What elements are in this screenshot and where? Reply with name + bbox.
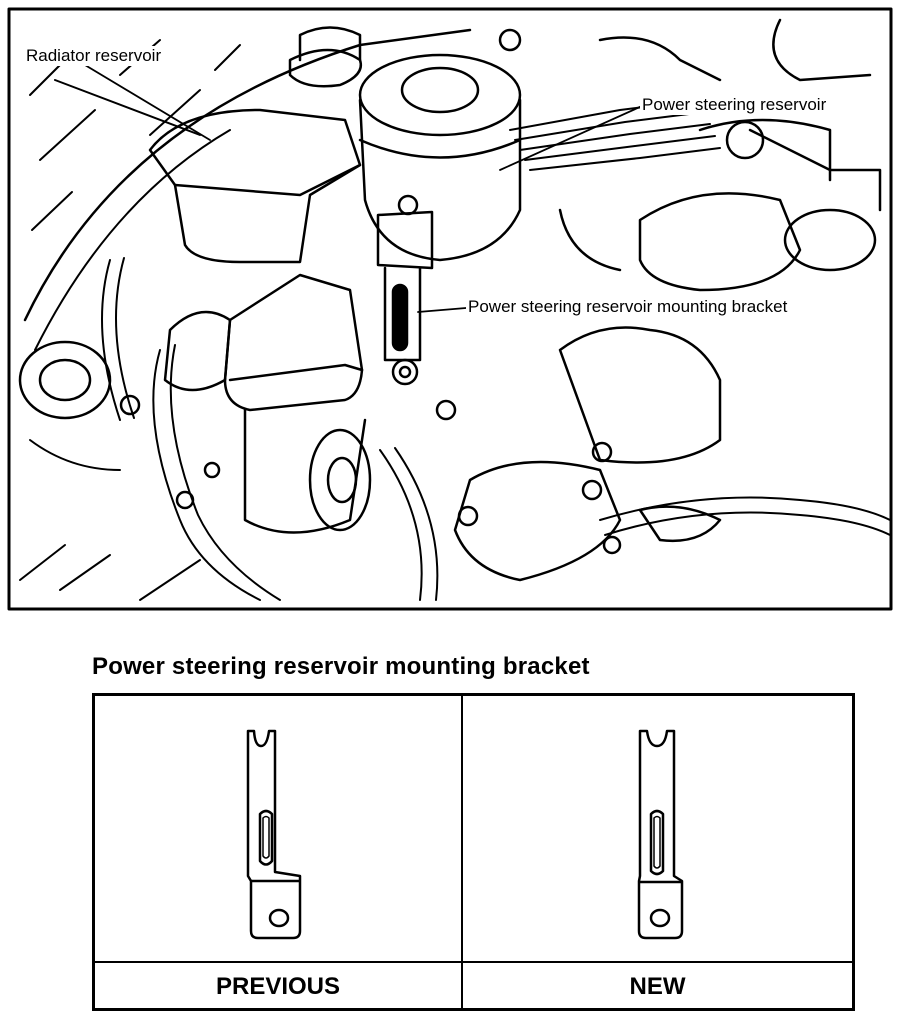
engine-bay-illustration <box>7 7 893 611</box>
new-bracket-drawing <box>637 729 684 940</box>
previous-bracket-cell <box>95 696 463 961</box>
figure-frame <box>7 7 893 611</box>
hood-edge <box>23 28 472 322</box>
callout-radiator-reservoir: Radiator reservoir <box>24 46 164 66</box>
engine-block <box>435 18 882 582</box>
new-caption: NEW <box>629 973 686 1000</box>
left-parts <box>18 310 232 510</box>
radiator-reservoir-shape <box>148 26 363 264</box>
previous-bracket-drawing <box>246 729 302 940</box>
engine-component <box>223 273 372 534</box>
new-bracket-cell <box>463 696 852 961</box>
comparison-title: Power steering reservoir mounting bracke… <box>92 653 590 680</box>
hoses <box>29 99 891 601</box>
comparison-table: PREVIOUS NEW <box>92 693 855 1011</box>
power-steering-reservoir-shape <box>358 53 522 262</box>
previous-caption: PREVIOUS <box>95 963 463 1010</box>
callout-power-steering-reservoir: Power steering reservoir <box>640 95 829 115</box>
caption-row: PREVIOUS NEW <box>95 961 852 1010</box>
hatch-lines <box>19 39 241 601</box>
callout-mounting-bracket: Power steering reservoir mounting bracke… <box>466 297 790 317</box>
mounting-bracket-shape <box>376 194 434 386</box>
leader-lines <box>84 64 643 313</box>
